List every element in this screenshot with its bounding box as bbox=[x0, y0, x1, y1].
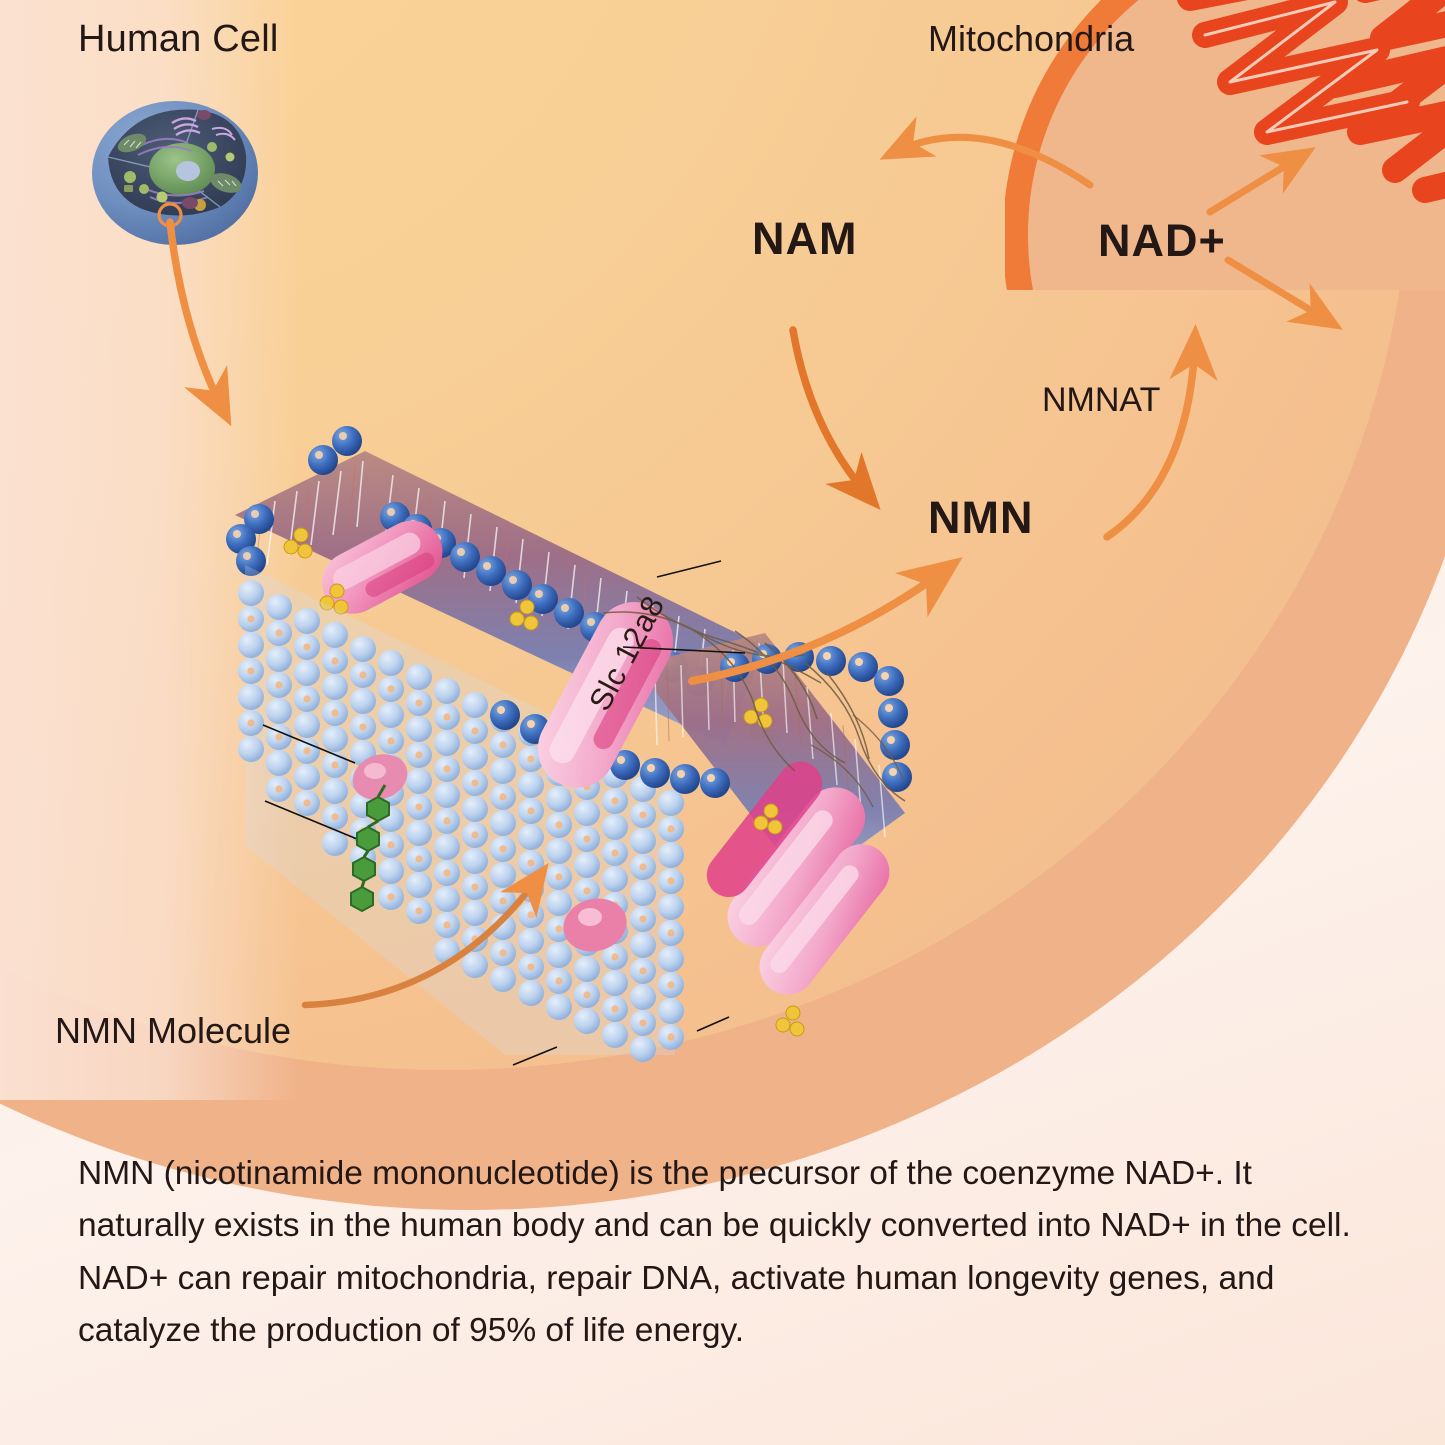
lipid-bilayer-illustration bbox=[205, 415, 935, 1075]
human-cell-label: Human Cell bbox=[78, 18, 279, 60]
nam-label: NAM bbox=[752, 213, 858, 264]
description-paragraph: NMN (nicotinamide mononucleotide) is the… bbox=[78, 1155, 1351, 1349]
nmn-molecule-label: NMN Molecule bbox=[55, 1010, 292, 1051]
mitochondria-label: Mitochondria bbox=[928, 18, 1135, 59]
nmn-label: NMN bbox=[928, 492, 1034, 543]
human-cell-illustration bbox=[80, 85, 270, 255]
nmnat-enzyme-label: NMNAT bbox=[1042, 381, 1161, 419]
nad-plus-label: NAD+ bbox=[1098, 215, 1226, 266]
